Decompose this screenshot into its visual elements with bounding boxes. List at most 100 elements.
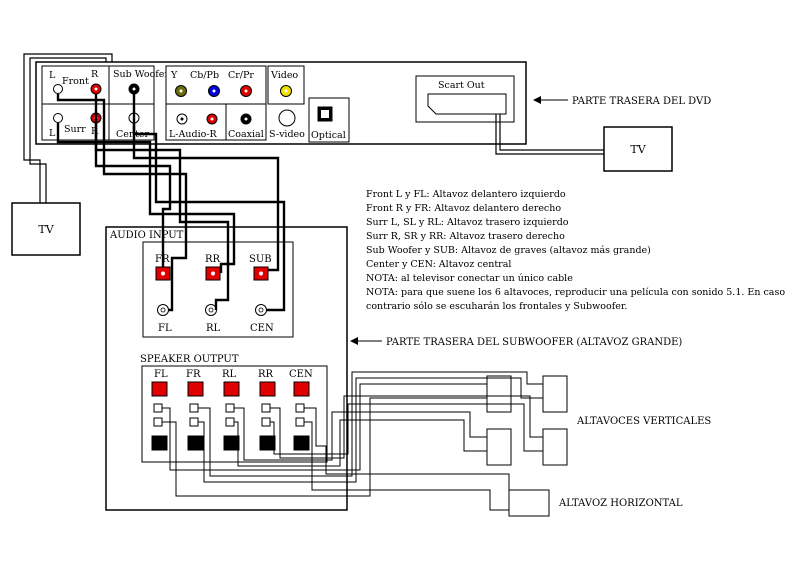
subwoofer-jack-pin [132,87,136,91]
tv-left-cable [23,53,113,203]
surr-l-label: L [49,128,56,139]
audio-l-jack-pin [180,117,184,121]
wire-rr-pos [270,395,543,459]
tv-left: TV [11,202,81,256]
optical-port-window [321,110,329,118]
wire-cen-pos [304,407,510,496]
notes: Front L y FL: Altavoz delantero izquierd… [366,189,785,312]
input-fl-jack-pin [160,307,166,313]
subwoofer-back-panel: AUDIO INPUT FR RR SUB FL RL CEN SPEAKER … [105,226,348,511]
speaker-horizontal-center [508,489,550,517]
front-r-label: R [91,69,99,80]
y-jack-pin [179,89,183,93]
speaker-vertical-rear-left [486,428,512,466]
output-rr-negative [259,435,276,451]
output-rr-clip [261,403,271,413]
audio-r-jack-pin [210,117,214,121]
cable-front-r [94,94,172,267]
speaker-output-label: SPEAKER OUTPUT [140,354,239,365]
input-rr-jack-pin [211,271,215,276]
scart-cable-2 [495,114,604,155]
optical-label: Optical [311,130,346,141]
tv-right: TV [603,126,673,172]
l-audio-r-label: L-Audio-R [169,129,218,140]
wire-fl-neg [162,397,487,497]
front-label: Front [62,76,89,87]
coaxial-jack-pin [244,117,248,121]
audio-input-label: AUDIO INPUT [109,230,184,241]
note-line: Surr R, SR y RR: Altavoz trasero derecho [366,231,565,242]
component-video-block [165,65,267,105]
scart-out-label: Scart Out [438,80,485,91]
surr-l-jack [53,113,63,123]
output-fl-label: FL [154,369,168,380]
input-cen-label: CEN [250,323,274,334]
subwoofer-caption: PARTE TRASERA DEL SUBWOOFER (ALTAVOZ GRA… [386,337,682,348]
wire-fr-pos [198,371,543,477]
output-cen-label: CEN [289,369,313,380]
cable-subwoofer [132,94,280,272]
input-rr-label: RR [205,254,221,265]
scart-cable [499,114,604,151]
cable-surr-r [94,123,230,310]
output-cen-positive [293,381,310,397]
cable-surr-l [56,123,236,273]
note-line: Surr L, SL y RL: Altavoz trasero izquier… [366,217,569,228]
y-label: Y [170,70,178,81]
input-fr-jack-pin [161,271,165,276]
sub-caption-arrowhead [350,337,358,345]
cb-pb-jack-pin [212,89,216,93]
audio-input-block [142,241,294,338]
output-rl-label: RL [222,369,237,380]
speakers [486,375,568,517]
wire-cen-neg [304,421,509,511]
note-line: NOTA: para que suene los 6 altavoces, re… [366,287,785,298]
front-l-label: L [49,70,56,81]
output-fl-positive [151,381,168,397]
s-video-label: S-video [269,129,305,140]
wire-rl-pos [234,407,487,461]
output-fl-clip [153,417,163,427]
note-line: Center y CEN: Altavoz central [366,259,511,270]
output-cen-clip [295,403,305,413]
speaker-vertical-front-left [486,375,512,413]
output-fl-clip [153,403,163,413]
coaxial-label: Coaxial [228,129,264,140]
output-cen-clip [295,417,305,427]
output-fl-negative [151,435,168,451]
output-rr-clip [261,417,271,427]
wire-fr-neg [198,377,543,483]
tv-left-box [11,202,81,256]
front-l-jack [53,84,63,94]
cr-pr-label: Cr/Pr [228,70,254,81]
wire-rr-neg [270,403,543,455]
input-cables [56,94,286,312]
tv-right-label: TV [630,143,646,156]
output-fr-positive [187,381,204,397]
dvd-audio-out-block [41,65,155,141]
center-label: Center [116,129,149,140]
scart-connector [427,93,507,115]
output-fr-clip [189,417,199,427]
output-fr-negative [187,435,204,451]
note-line: Front L y FL: Altavoz delantero izquierd… [366,189,566,200]
wire-fl-pos [162,383,487,471]
dvd-back-panel: L Front R Sub Woofer L Surr R Center Y C… [35,61,527,145]
output-rl-clip [225,403,235,413]
dvd-caption: PARTE TRASERA DEL DVD [572,96,711,107]
input-fl-label: FL [158,323,172,334]
output-rl-positive [223,381,240,397]
output-rl-negative [223,435,240,451]
output-cen-negative [293,435,310,451]
wire-rl-neg [234,419,487,467]
tv-left-cable-2 [29,57,107,203]
note-line: Sub Woofer y SUB: Altavoz de graves (alt… [366,245,651,256]
speaker-vertical-rear-right [542,428,568,466]
video-jack-pin [284,89,288,93]
speaker-horizontal-label: ALTAVOZ HORIZONTAL [558,498,683,509]
dvd-caption-arrowhead [533,96,541,104]
output-fr-label: FR [186,369,201,380]
speakers-vertical-label: ALTAVOCES VERTICALES [576,416,711,427]
note-line: contrario sólo se escuharán los frontale… [366,301,627,312]
